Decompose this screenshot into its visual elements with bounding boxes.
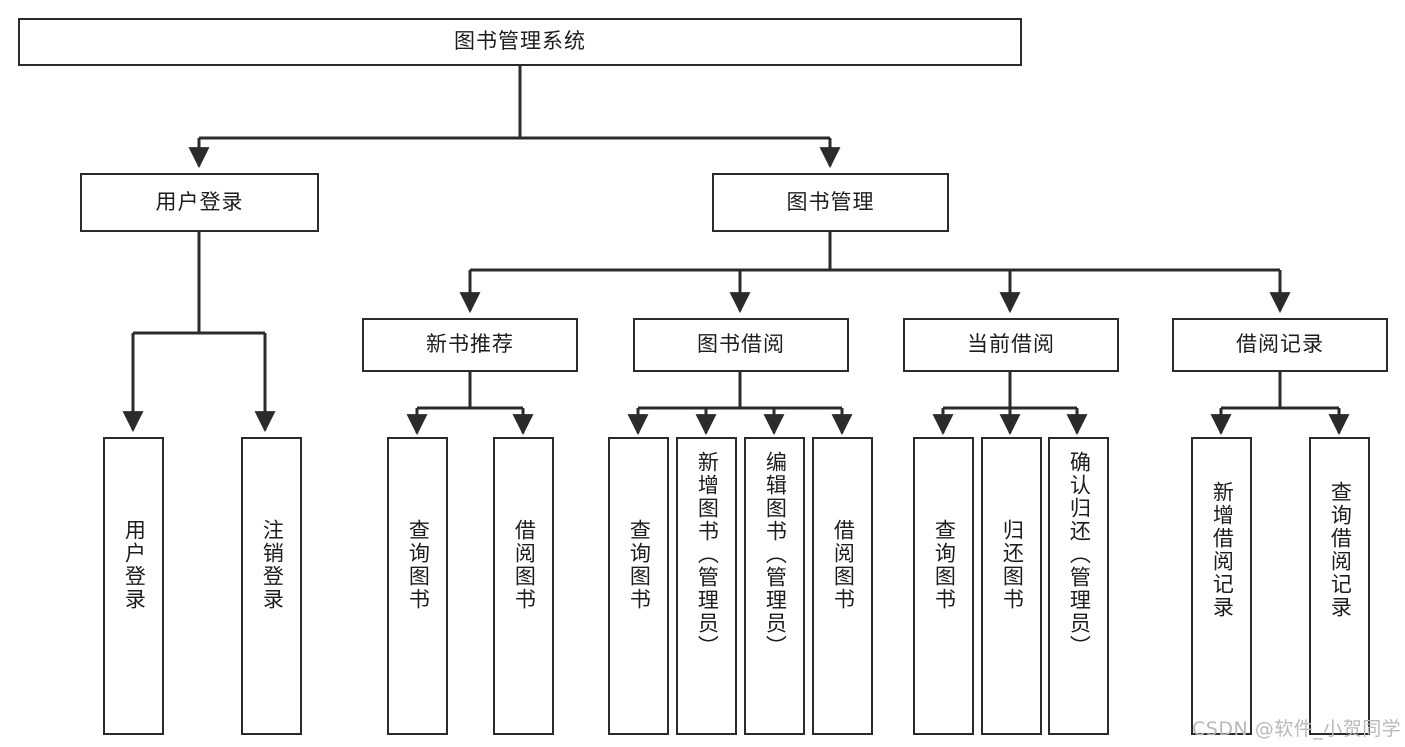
node-label: 编辑图书（管理员） (763, 451, 788, 658)
node-label: 用户登录 (155, 189, 244, 214)
leaf-current-query-book[interactable]: 查询图书 (913, 437, 974, 735)
node-label: 查询图书 (932, 519, 957, 611)
leaf-new-book-query[interactable]: 查询图书 (387, 437, 448, 735)
node-label: 图书管理 (786, 189, 875, 214)
node-book-borrow[interactable]: 图书借阅 (633, 318, 849, 372)
node-new-book-recommend[interactable]: 新书推荐 (362, 318, 578, 372)
leaf-user-login-logout[interactable]: 注销登录 (241, 437, 302, 735)
node-label: 新增图书（管理员） (695, 451, 720, 658)
node-label: 查询图书 (406, 519, 431, 611)
node-current-borrow[interactable]: 当前借阅 (903, 318, 1119, 372)
leaf-new-book-borrow[interactable]: 借阅图书 (493, 437, 554, 735)
node-label: 当前借阅 (967, 332, 1055, 357)
leaf-borrow-query-book[interactable]: 查询图书 (608, 437, 669, 735)
node-label: 图书管理系统 (454, 29, 586, 54)
node-label: 归还图书 (1000, 519, 1025, 611)
node-user-login[interactable]: 用户登录 (80, 173, 319, 232)
node-label: 注销登录 (260, 519, 285, 611)
leaf-record-add-record[interactable]: 新增借阅记录 (1191, 437, 1252, 735)
leaf-record-query-record[interactable]: 查询借阅记录 (1309, 437, 1370, 735)
node-label: 借阅图书 (831, 519, 856, 611)
node-book-management[interactable]: 图书管理 (712, 173, 949, 232)
leaf-user-login-login[interactable]: 用户登录 (103, 437, 164, 735)
node-label: 查询图书 (627, 519, 652, 611)
node-label: 用户登录 (122, 519, 147, 611)
node-label: 借阅记录 (1236, 332, 1324, 357)
node-root-system[interactable]: 图书管理系统 (18, 18, 1022, 66)
leaf-borrow-borrow-book[interactable]: 借阅图书 (812, 437, 873, 735)
leaf-current-return-book[interactable]: 归还图书 (981, 437, 1042, 735)
leaf-borrow-add-book-admin[interactable]: 新增图书（管理员） (676, 437, 737, 735)
csdn-watermark: CSDN @软件_小贺同学 (1192, 718, 1402, 740)
node-label: 新书推荐 (426, 332, 514, 357)
node-borrow-record[interactable]: 借阅记录 (1172, 318, 1388, 372)
leaf-current-confirm-return-admin[interactable]: 确认归还（管理员） (1048, 437, 1109, 735)
node-label: 图书借阅 (697, 332, 785, 357)
node-label: 查询借阅记录 (1328, 481, 1353, 619)
node-label: 借阅图书 (512, 519, 537, 611)
node-label: 确认归还（管理员） (1067, 451, 1092, 658)
node-label: 新增借阅记录 (1210, 481, 1235, 619)
leaf-borrow-edit-book-admin[interactable]: 编辑图书（管理员） (744, 437, 805, 735)
